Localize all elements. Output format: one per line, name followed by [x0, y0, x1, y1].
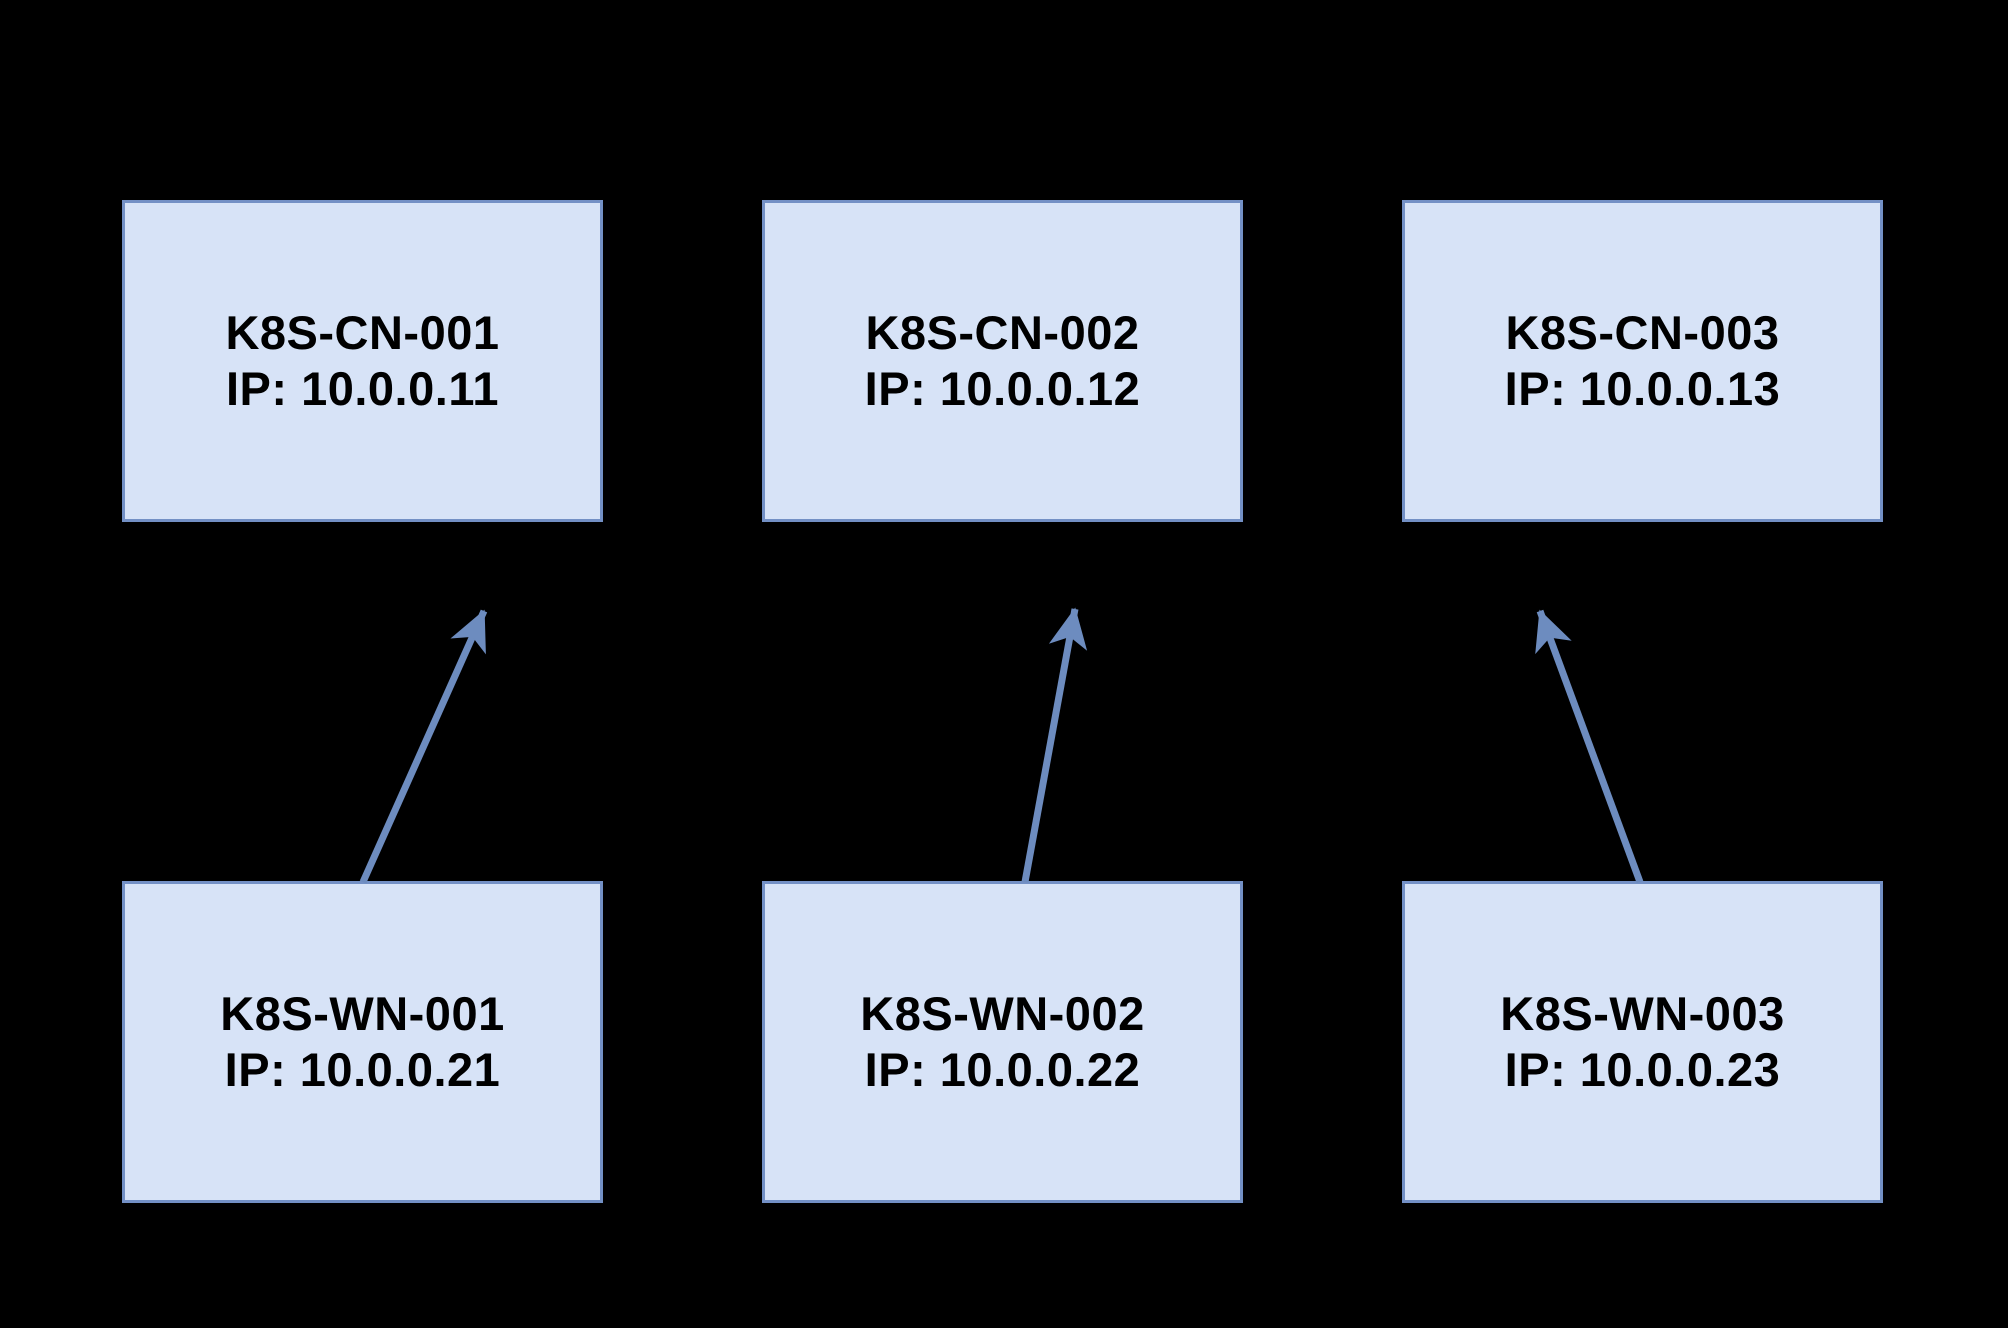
node-name: K8S-WN-003 — [1500, 986, 1785, 1040]
arrow-wn002-to-cn002 — [1021, 607, 1088, 883]
node-k8s-cn-002: K8S-CN-002 IP: 10.0.0.12 — [762, 200, 1243, 522]
arrow-wn003-to-cn003 — [1535, 609, 1644, 884]
node-label: K8S-CN-001 IP: 10.0.0.11 — [225, 305, 499, 418]
node-ip: IP: 10.0.0.12 — [864, 362, 1141, 415]
node-name: K8S-WN-001 — [220, 986, 505, 1040]
node-ip: IP: 10.0.0.23 — [1504, 1043, 1781, 1096]
node-label: K8S-CN-002 IP: 10.0.0.12 — [865, 305, 1141, 418]
node-label: K8S-WN-003 IP: 10.0.0.23 — [1500, 986, 1784, 1099]
node-k8s-wn-002: K8S-WN-002 IP: 10.0.0.22 — [762, 881, 1243, 1203]
node-ip: IP: 10.0.0.11 — [225, 362, 500, 415]
node-k8s-wn-001: K8S-WN-001 IP: 10.0.0.21 — [122, 881, 603, 1203]
node-label: K8S-WN-001 IP: 10.0.0.21 — [220, 986, 504, 1099]
node-label: K8S-WN-002 IP: 10.0.0.22 — [860, 986, 1144, 1099]
node-label: K8S-CN-003 IP: 10.0.0.13 — [1505, 305, 1781, 418]
node-name: K8S-CN-001 — [225, 305, 500, 359]
node-k8s-cn-001: K8S-CN-001 IP: 10.0.0.11 — [122, 200, 603, 522]
arrow-wn001-to-cn001 — [359, 609, 488, 884]
node-name: K8S-CN-003 — [1505, 305, 1780, 359]
node-ip: IP: 10.0.0.22 — [864, 1043, 1141, 1096]
node-name: K8S-WN-002 — [860, 986, 1145, 1040]
node-ip: IP: 10.0.0.13 — [1504, 362, 1781, 415]
node-k8s-wn-003: K8S-WN-003 IP: 10.0.0.23 — [1402, 881, 1883, 1203]
node-ip: IP: 10.0.0.21 — [224, 1043, 501, 1096]
node-name: K8S-CN-002 — [865, 305, 1140, 359]
node-k8s-cn-003: K8S-CN-003 IP: 10.0.0.13 — [1402, 200, 1883, 522]
